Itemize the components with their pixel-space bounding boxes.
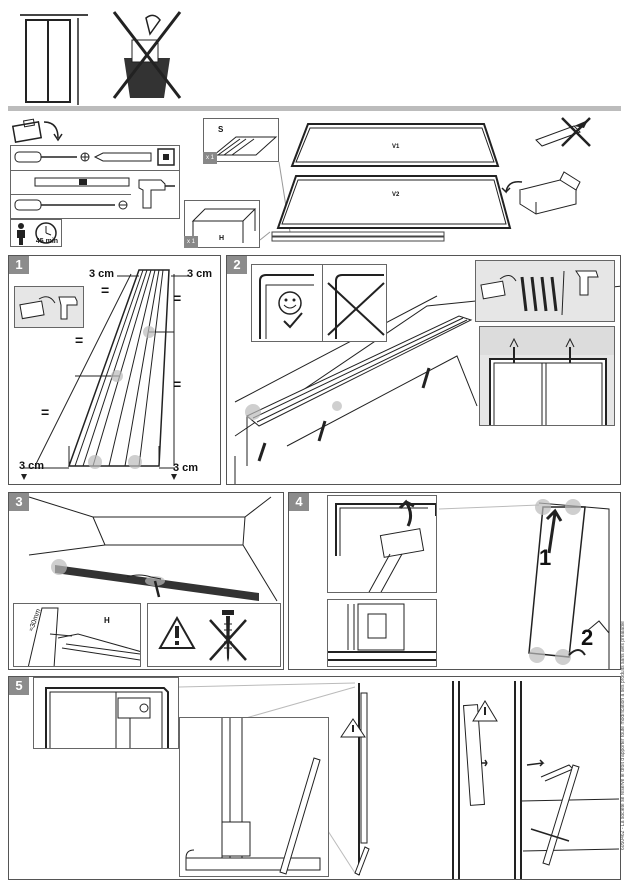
step-1-panel: 1 3 cm 3 cm 3 cm 3 cm = = = = = xyxy=(8,255,221,485)
rail-profile-wrong xyxy=(326,269,386,339)
step-3-panel: 3 ≈30mm H xyxy=(8,492,284,670)
no-screw-icon xyxy=(208,608,248,664)
equal-sign: = xyxy=(173,376,181,392)
equal-sign: = xyxy=(75,332,83,348)
door-side-view xyxy=(339,679,379,879)
side-legal-text: 6050462 - La société se réserve le droit… xyxy=(620,520,628,850)
order-1-label: 1 xyxy=(539,545,551,571)
equal-sign: = xyxy=(173,290,181,306)
box-icon xyxy=(500,170,580,216)
rail-measure-diagram xyxy=(9,256,221,485)
step-2-panel: 2 xyxy=(226,255,621,485)
dim-bottom-left: 3 cm xyxy=(19,460,44,472)
fixings-box xyxy=(475,260,615,322)
panel-v1-label: V1 xyxy=(392,144,399,150)
step-number: 4 xyxy=(289,493,309,511)
panel-v2-icon xyxy=(276,172,512,232)
rail-ok-box xyxy=(251,264,387,342)
ceiling-mount-diagram xyxy=(480,327,615,426)
ceiling-mount-box xyxy=(479,326,615,426)
equal-sign: = xyxy=(41,404,49,420)
warning-icon xyxy=(158,616,196,650)
step-4-panel: 4 1 2 xyxy=(288,492,621,670)
dim-top-right: 3 cm xyxy=(187,268,212,280)
panel-v2-label: V2 xyxy=(392,192,399,198)
dim-top-left: 3 cm xyxy=(89,268,114,280)
warning-screw-box xyxy=(147,603,281,667)
bottom-guide-diagram xyxy=(328,600,437,667)
step-5-panel: 5 xyxy=(8,676,621,880)
top-guide-box xyxy=(327,495,437,593)
check-face-icon xyxy=(278,291,308,331)
bottom-guide-detail xyxy=(180,718,329,877)
order-2-label: 2 xyxy=(581,625,593,651)
equal-sign: = xyxy=(101,282,109,298)
rail-label: H xyxy=(104,616,110,625)
door-insertion-diagram xyxy=(439,493,621,670)
top-guide-diagram xyxy=(328,496,437,593)
no-cutter-icon xyxy=(534,116,594,150)
level-check-diagram xyxy=(423,681,619,879)
dim-bottom-right: 3 cm xyxy=(173,462,198,474)
rail-distance-box: ≈30mm H xyxy=(13,603,141,667)
bottom-guide-detail-box xyxy=(179,717,329,877)
fixings-icon xyxy=(480,265,610,319)
bottom-guide-box xyxy=(327,599,437,667)
